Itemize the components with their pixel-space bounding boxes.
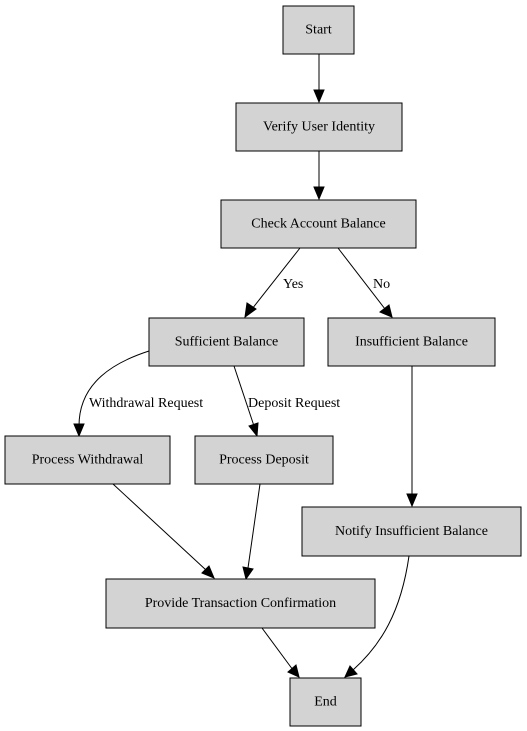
edge-check-to-insufficient: [337, 247, 393, 318]
node-confirm-label: Provide Transaction Confirmation: [145, 596, 336, 611]
edge-label-withdrawal-request: Withdrawal Request: [89, 396, 203, 411]
node-insufficient-balance: Insufficient Balance: [327, 317, 496, 367]
edge-label-no: No: [373, 277, 390, 292]
edge-withdraw-to-confirm: [112, 483, 215, 579]
node-end-label: End: [314, 695, 337, 710]
node-end: End: [289, 677, 362, 727]
edge-notify-to-end: [344, 555, 410, 678]
node-insufficient-label: Insufficient Balance: [355, 335, 468, 350]
node-start-label: Start: [305, 23, 332, 38]
node-sufficient-balance: Sufficient Balance: [148, 317, 305, 367]
node-notify-insufficient-balance: Notify Insufficient Balance: [301, 506, 522, 557]
edge-sufficient-to-deposit: [233, 365, 259, 438]
edge-deposit-to-confirm: [242, 483, 261, 581]
node-deposit-label: Process Deposit: [219, 453, 309, 468]
node-process-withdrawal: Process Withdrawal: [4, 435, 171, 485]
node-start: Start: [282, 5, 355, 55]
node-sufficient-label: Sufficient Balance: [175, 335, 279, 350]
edge-confirm-to-end: [261, 627, 300, 678]
node-check-label: Check Account Balance: [251, 217, 386, 232]
edge-label-yes: Yes: [283, 277, 303, 292]
edge-check-to-sufficient: [244, 247, 301, 319]
edge-start-to-verify: [313, 54, 325, 104]
node-verify-user-identity: Verify User Identity: [235, 102, 403, 152]
node-provide-transaction-confirmation: Provide Transaction Confirmation: [105, 578, 376, 629]
node-withdraw-label: Process Withdrawal: [32, 453, 144, 468]
edge-verify-to-check: [313, 151, 325, 201]
edge-sufficient-to-withdraw: [73, 350, 150, 438]
edge-insufficient-to-notify: [406, 366, 418, 508]
node-check-account-balance: Check Account Balance: [220, 199, 417, 249]
node-process-deposit: Process Deposit: [194, 435, 334, 485]
node-notify-label: Notify Insufficient Balance: [335, 524, 488, 539]
edge-label-deposit-request: Deposit Request: [248, 396, 340, 411]
node-verify-label: Verify User Identity: [263, 120, 375, 135]
